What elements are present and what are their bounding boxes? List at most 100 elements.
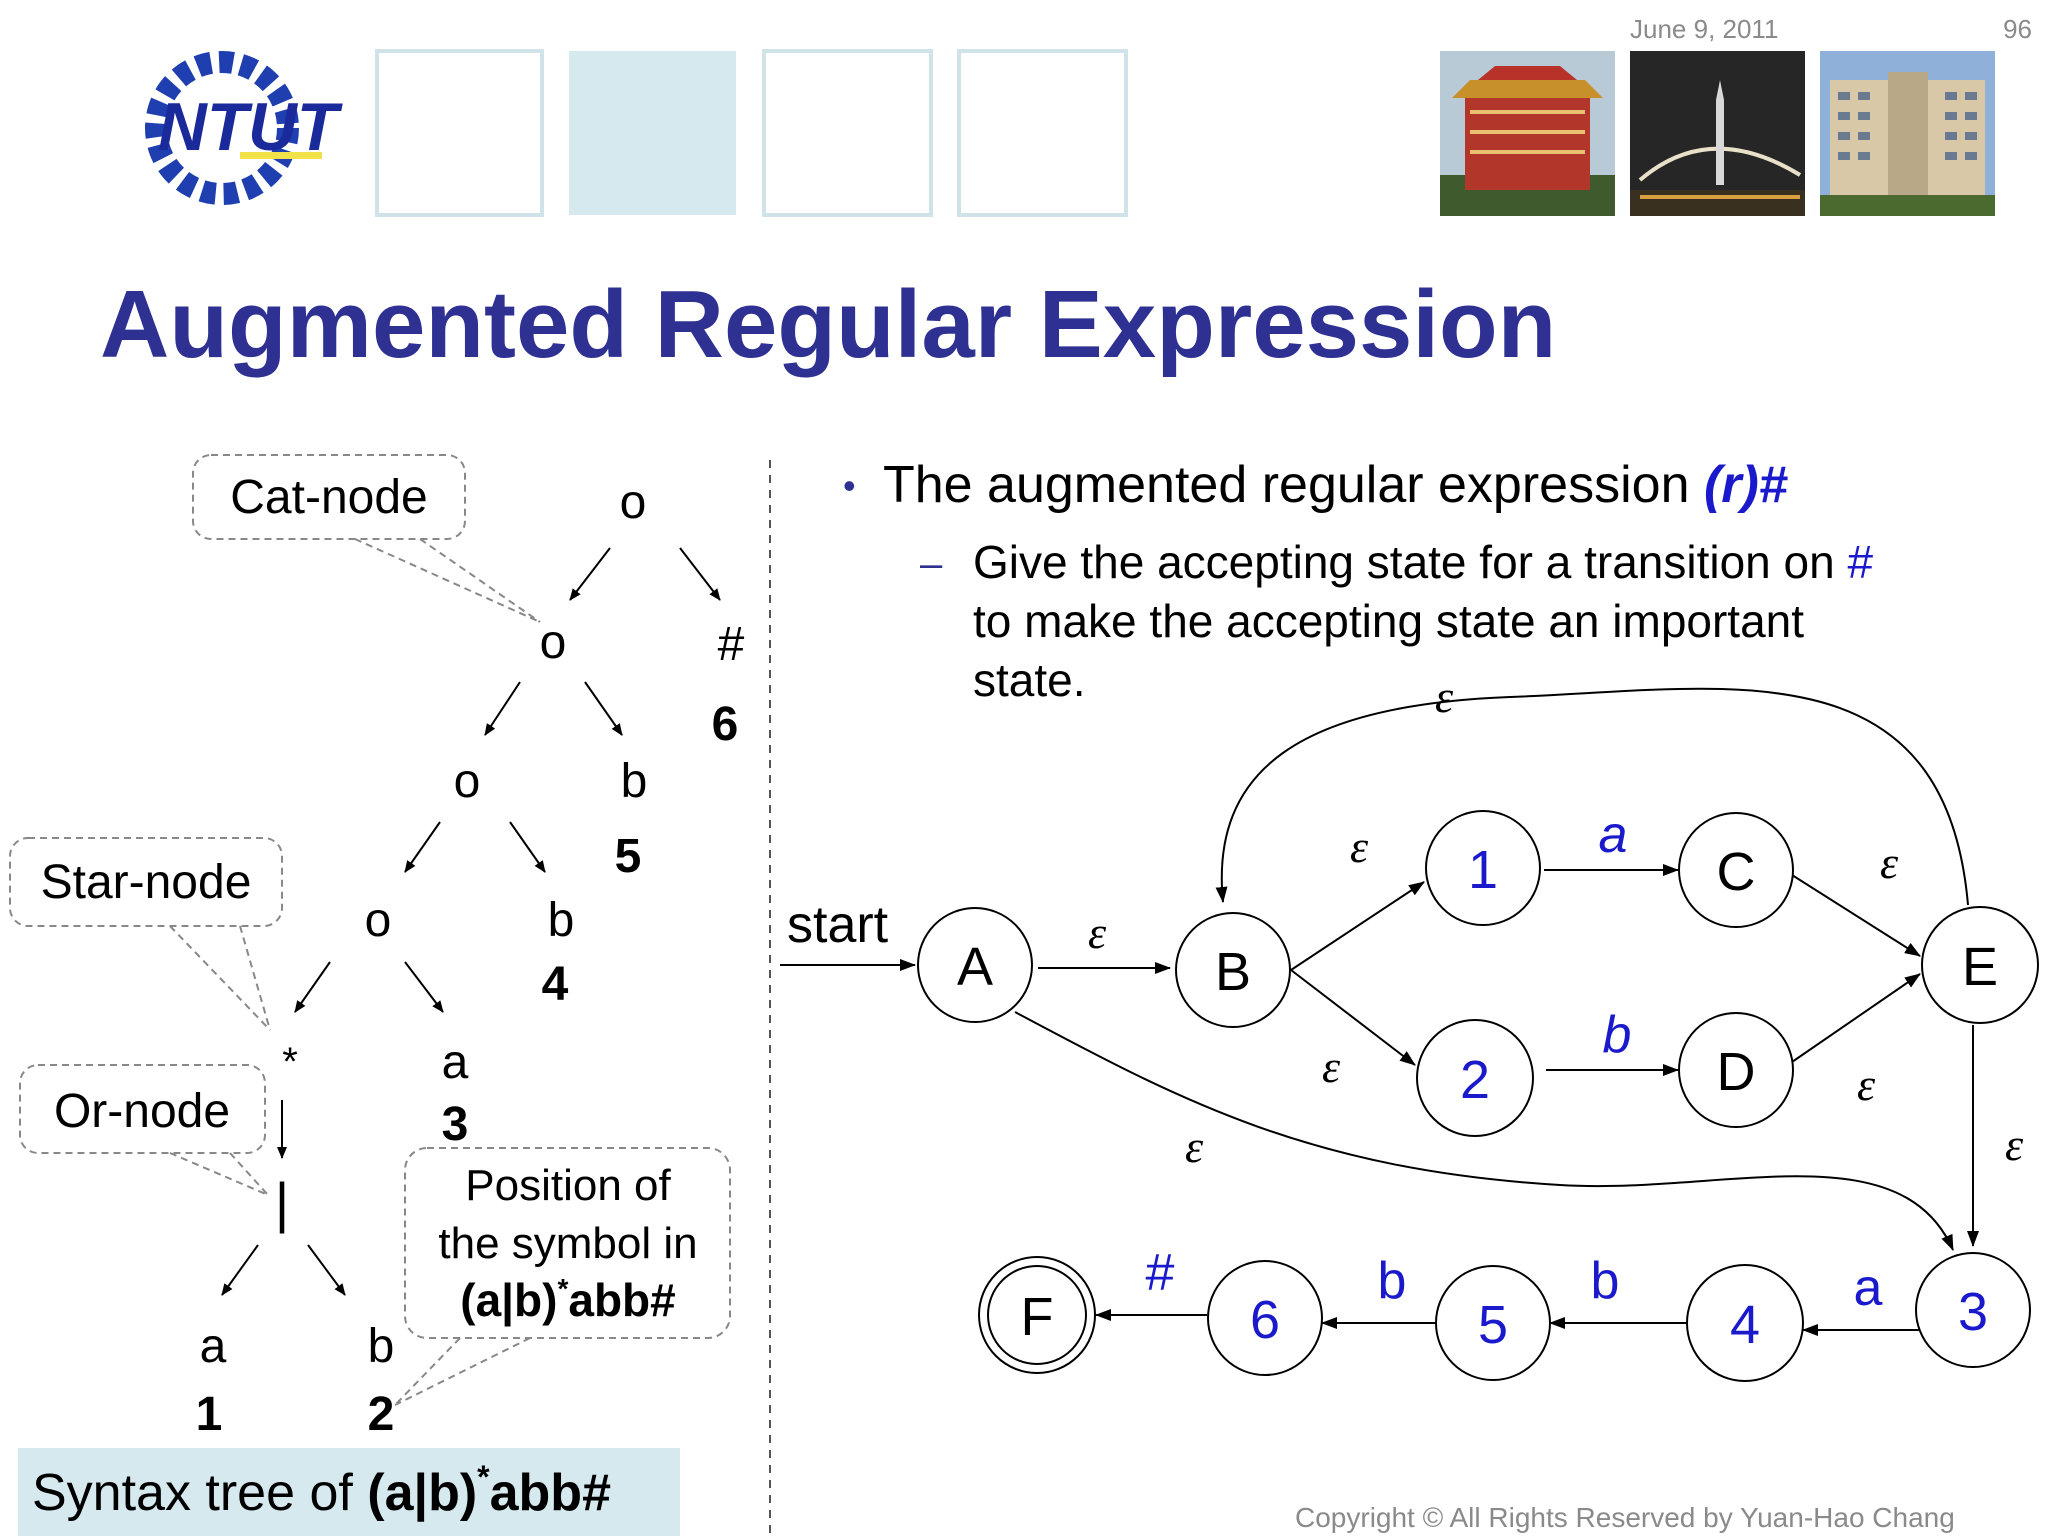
edge-cat2-b5: [584, 681, 623, 736]
position-6: 6: [712, 698, 739, 751]
edge-B-2: [1290, 969, 1416, 1066]
header: NTUT June 9, 2011 96: [145, 14, 2032, 217]
state-E: [1921, 906, 2039, 1024]
state-label-4: 4: [1730, 1295, 1760, 1355]
state-3: [1915, 1252, 2031, 1368]
header-square-2: [569, 51, 736, 215]
svg-text:Position of: Position of: [465, 1161, 671, 1210]
state-label-D: D: [1717, 1042, 1756, 1102]
header-square-1: [375, 49, 544, 217]
svg-text:(a|b)*abb#: (a|b)*abb#: [460, 1273, 675, 1326]
label-b-2-D: b: [1603, 1006, 1632, 1064]
edge-A-3: [1014, 1011, 1954, 1251]
label-b-4-5: b: [1591, 1252, 1620, 1310]
bullet-dot: •: [843, 465, 856, 506]
header-square-3: [762, 49, 933, 217]
state-label-F: F: [1021, 1287, 1054, 1347]
sub-bullet-line-3: state.: [973, 654, 1086, 706]
tree-node-cat-root: o: [620, 476, 647, 529]
state-1: [1425, 810, 1541, 926]
callout-cat-node: Cat-node: [192, 454, 541, 623]
epsilon-E-B-loop: ε: [1435, 671, 1454, 722]
sub-bullet-line-2: to make the accepting state an important: [973, 595, 1804, 647]
label-hash-6-F: #: [1146, 1244, 1175, 1302]
page-number: 96: [2003, 14, 2032, 44]
epsilon-D-E: ε: [1857, 1059, 1876, 1110]
state-label-3: 3: [1958, 1282, 1988, 1342]
tree-node-b5: b: [621, 755, 648, 808]
state-5: [1435, 1265, 1551, 1381]
logo-stripe: [240, 152, 322, 159]
state-label-5: 5: [1478, 1295, 1508, 1355]
slide-title: Augmented Regular Expression: [100, 271, 1556, 378]
state-label-C: C: [1717, 842, 1756, 902]
callout-star-node: Star-node: [9, 837, 283, 1031]
position-1: 1: [196, 1388, 223, 1441]
bullet-main: The augmented regular expression (r)#: [883, 456, 1788, 514]
state-B: [1175, 912, 1291, 1028]
state-label-1: 1: [1468, 840, 1498, 900]
position-2: 2: [368, 1388, 395, 1441]
state-label-6: 6: [1250, 1290, 1280, 1350]
university-logo: NTUT: [145, 51, 343, 205]
epsilon-B-2: ε: [1322, 1041, 1341, 1092]
tree-node-a3: a: [442, 1036, 469, 1089]
state-A: [917, 907, 1033, 1023]
photo-palace: [1440, 51, 1615, 216]
svg-text:Syntax tree of (a|b)*abb#: Syntax tree of (a|b)*abb#: [32, 1459, 611, 1522]
epsilon-C-E: ε: [1880, 837, 1899, 888]
tree-node-cat-2: o: [540, 616, 567, 669]
edge-cat2-cat3: [484, 681, 521, 736]
svg-text:Or-node: Or-node: [54, 1085, 230, 1138]
edge-or-a1: [221, 1244, 259, 1296]
svg-text:Cat-node: Cat-node: [230, 471, 427, 524]
edge-root-hash: [679, 547, 721, 601]
edge-cat4-a3: [404, 961, 444, 1013]
state-label-E: E: [1962, 937, 1998, 997]
callout-or-node: Or-node: [19, 1064, 269, 1196]
state-label-2: 2: [1460, 1050, 1490, 1110]
state-2: [1416, 1019, 1534, 1137]
state-F-inner-ring: [987, 1265, 1087, 1365]
bullet-list: • The augmented regular expression (r)# …: [843, 456, 1874, 706]
photo-bridge: [1630, 51, 1805, 216]
edge-cat4-star: [294, 961, 331, 1013]
tree-node-hash: #: [718, 618, 745, 671]
sub-bullet-line-1: Give the accepting state for a transitio…: [973, 536, 1874, 588]
edge-C-E: [1791, 874, 1921, 957]
state-D: [1678, 1012, 1794, 1128]
edge-cat3-b4: [509, 821, 546, 873]
tree-node-or: |: [275, 1171, 290, 1234]
edge-cat3-cat4: [404, 821, 441, 873]
state-6: [1207, 1260, 1323, 1376]
tree-node-cat-4: o: [365, 894, 392, 947]
svg-text:the symbol in: the symbol in: [438, 1219, 697, 1268]
svg-text:Star-node: Star-node: [41, 856, 252, 909]
label-a-1-C: a: [1599, 806, 1628, 864]
state-label-B: B: [1215, 942, 1251, 1002]
edge-E-B-loop: [1215, 687, 1969, 906]
edge-B-1: [1290, 881, 1425, 971]
tree-node-cat-3: o: [454, 755, 481, 808]
epsilon-B-1: ε: [1350, 821, 1369, 872]
epsilon-E-3: ε: [2005, 1119, 2024, 1170]
photo-building: [1820, 51, 1995, 216]
nfa-diagram: A B C D E F 1 2 3 4 5 6 start ε ε ε ε ε …: [780, 671, 2039, 1382]
edge-root-cat2: [569, 547, 611, 601]
state-label-A: A: [957, 937, 993, 997]
position-4: 4: [542, 958, 569, 1011]
header-square-4: [957, 49, 1128, 217]
syntax-tree: Cat-node Star-node Or-node Position of t…: [9, 454, 745, 1536]
label-b-5-6: b: [1378, 1252, 1407, 1310]
tree-node-star: *: [282, 1040, 298, 1084]
sub-bullet-dash: –: [920, 542, 943, 586]
state-C: [1678, 812, 1794, 928]
tree-node-a1: a: [200, 1320, 227, 1373]
callout-position: Position of the symbol in (a|b)*abb#: [394, 1147, 731, 1406]
start-label: start: [787, 896, 889, 954]
slide-date: June 9, 2011: [1630, 14, 1778, 44]
edge-D-E: [1791, 973, 1921, 1063]
state-4: [1686, 1264, 1804, 1382]
label-a-3-4: a: [1854, 1259, 1883, 1317]
epsilon-A-3: ε: [1185, 1121, 1204, 1172]
